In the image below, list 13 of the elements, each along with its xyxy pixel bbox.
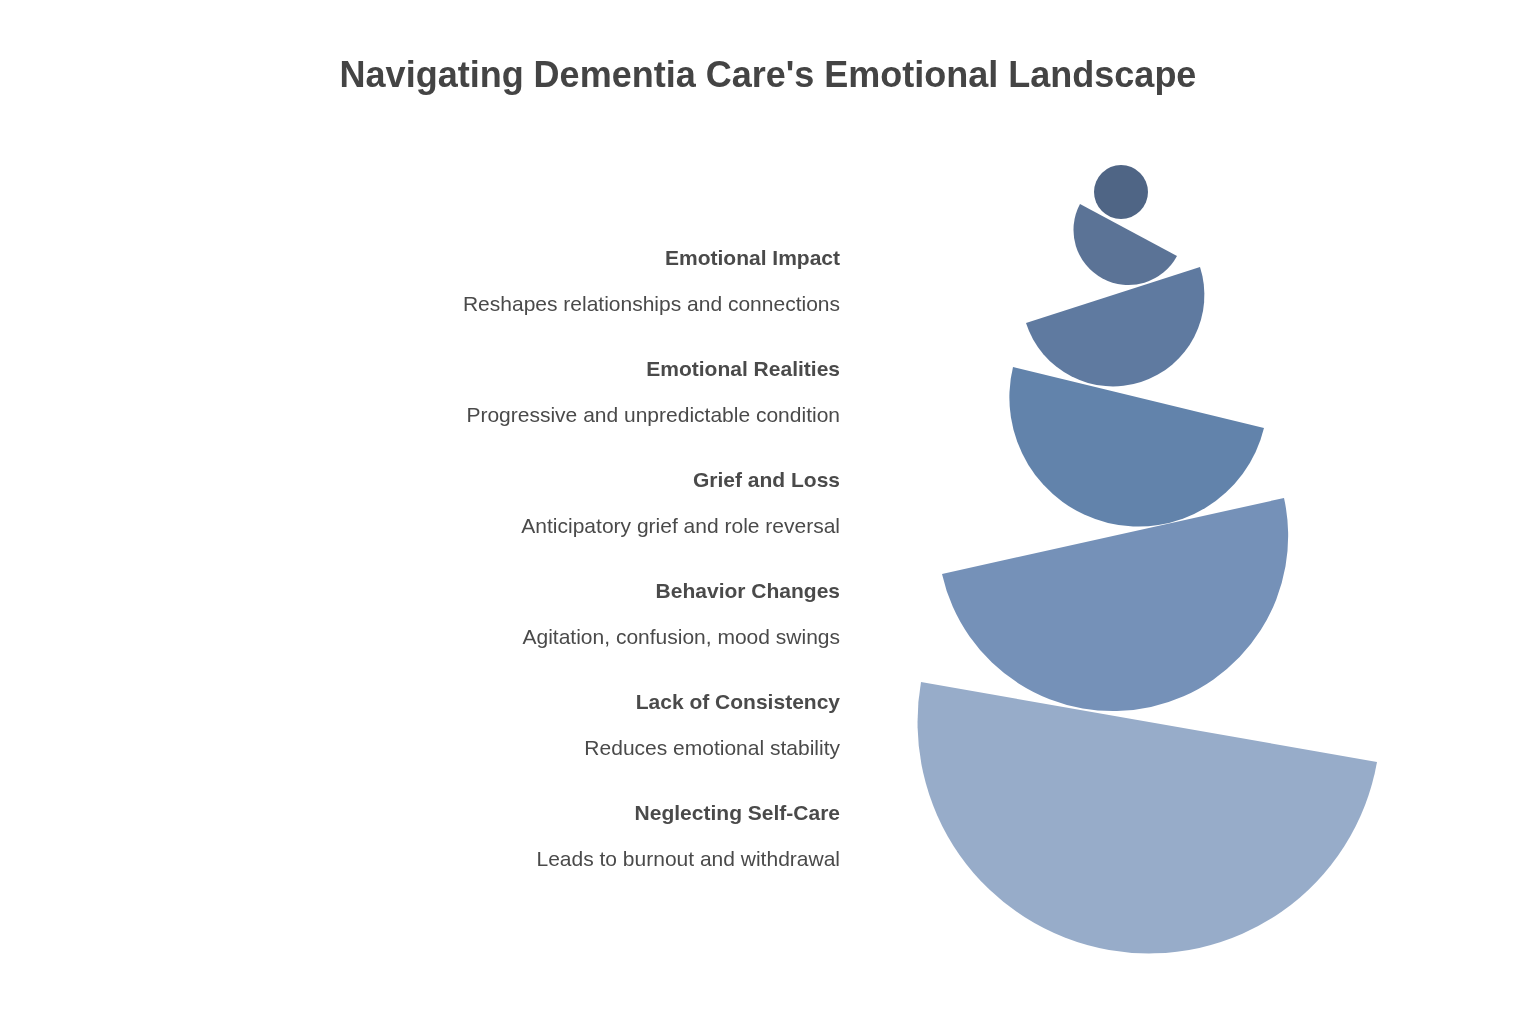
section-heading: Lack of Consistency bbox=[635, 689, 840, 715]
section-description: Progressive and unpredictable condition bbox=[466, 402, 840, 428]
section-heading: Emotional Impact bbox=[664, 245, 840, 271]
title: Navigating Dementia Care's Emotional Landscape bbox=[338, 54, 1198, 96]
section-description: Reduces emotional stability bbox=[584, 735, 840, 761]
section-heading: Behavior Changes bbox=[655, 578, 840, 604]
section-description: Reshapes relationships and connections bbox=[462, 291, 840, 317]
section-description: Leads to burnout and withdrawal bbox=[536, 846, 840, 872]
section-description: Agitation, confusion, mood swings bbox=[522, 624, 840, 650]
section-heading: Neglecting Self-Care bbox=[634, 800, 840, 826]
section-heading: Emotional Realities bbox=[646, 356, 840, 382]
section-heading: Grief and Loss bbox=[692, 467, 840, 493]
section-description: Anticipatory grief and role reversal bbox=[521, 513, 840, 539]
